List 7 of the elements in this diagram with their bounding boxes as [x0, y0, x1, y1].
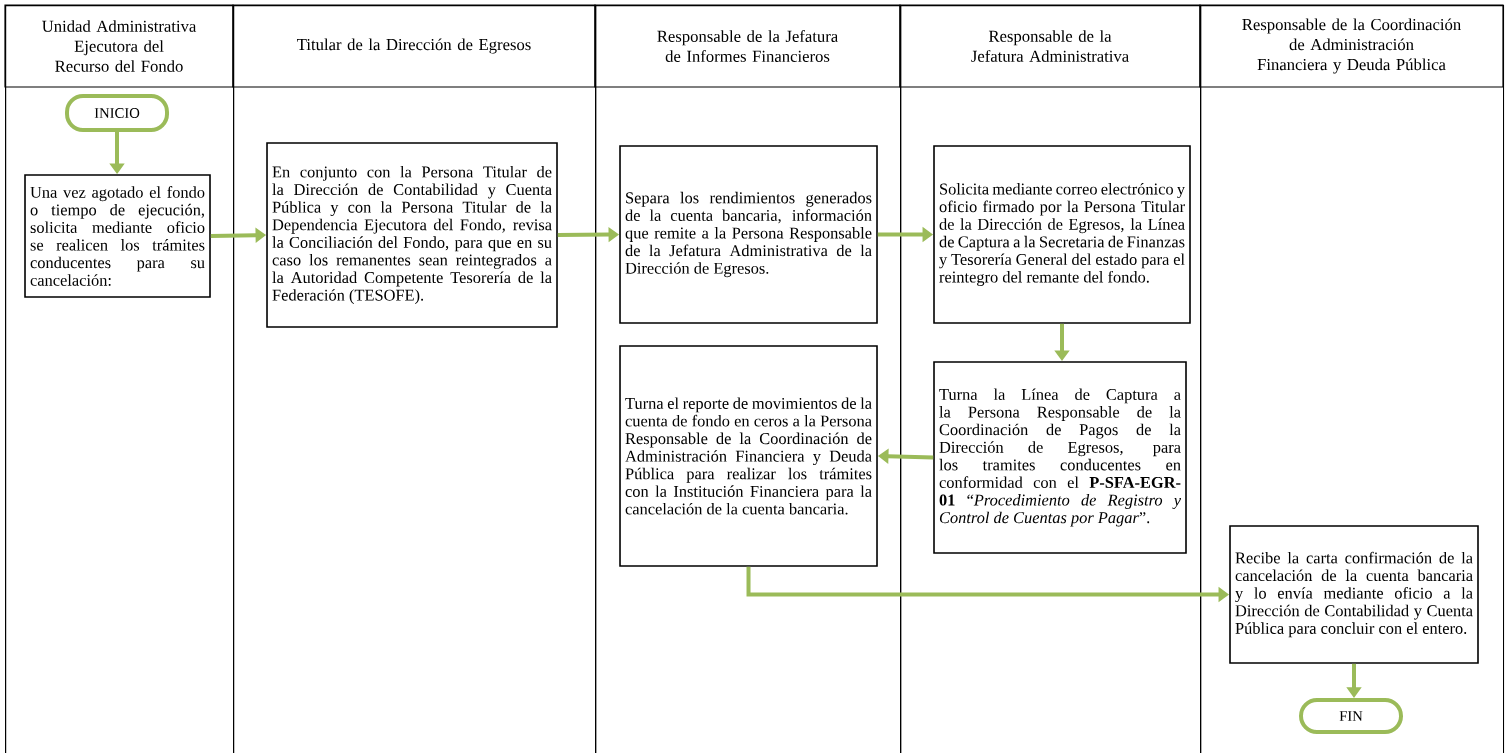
process-box: Turna el reporte de movimientos de la cuenta de fondo en ceros a la Persona Responsable de la Coordinación de Administración Financiera y Deuda Pública para realizar los trámites con la Institución Financiera para la cancelación de la cuenta bancaria. — [619, 345, 878, 567]
process-box: Recibe la carta confirmación de la cancelación de la cuenta bancaria y lo envía mediante oficio a la Dirección de Contabilidad y Cuenta Pública para concluir con el entero. — [1229, 525, 1479, 664]
process-box: Separa los rendimientos generados de la cuenta bancaria, información que remite a la Persona Responsable de la Jefatura Administrativa de la Dirección de Egresos. — [619, 145, 878, 324]
process-box: Solicita mediante correo electrónico y oficio firmado por la Persona Titular de la Dirección de Egresos, la Línea de Captura a la Secretaria de Finanzas y Tesorería General del estado para el reintegro del remante del fondo. — [933, 145, 1191, 324]
process-box: Una vez agotado el fondo o tiempo de ejecución, solicita mediante oficio se realicen los trámites conducentes para su cancelación: — [24, 174, 211, 298]
process-box: Turna la Línea de Captura a la Persona Responsable de la Coordinación de Pagos de la Dirección de Egresos, para los tramites conducentes en conformidad con el P-SFA-EGR-01 “Procedimiento de Registro y Control de Cuentas por Pagar”. — [933, 361, 1187, 554]
process-box: En conjunto con la Persona Titular de la Dirección de Contabilidad y Cuenta Pública y con la Persona Titular de la Dependencia Ejecutora del Fondo, revisa la Conciliación del Fondo, para que en su caso los remanentes sean reintegrados a la Autoridad Competente Tesorería de la Federación (TESOFE). — [266, 142, 558, 328]
